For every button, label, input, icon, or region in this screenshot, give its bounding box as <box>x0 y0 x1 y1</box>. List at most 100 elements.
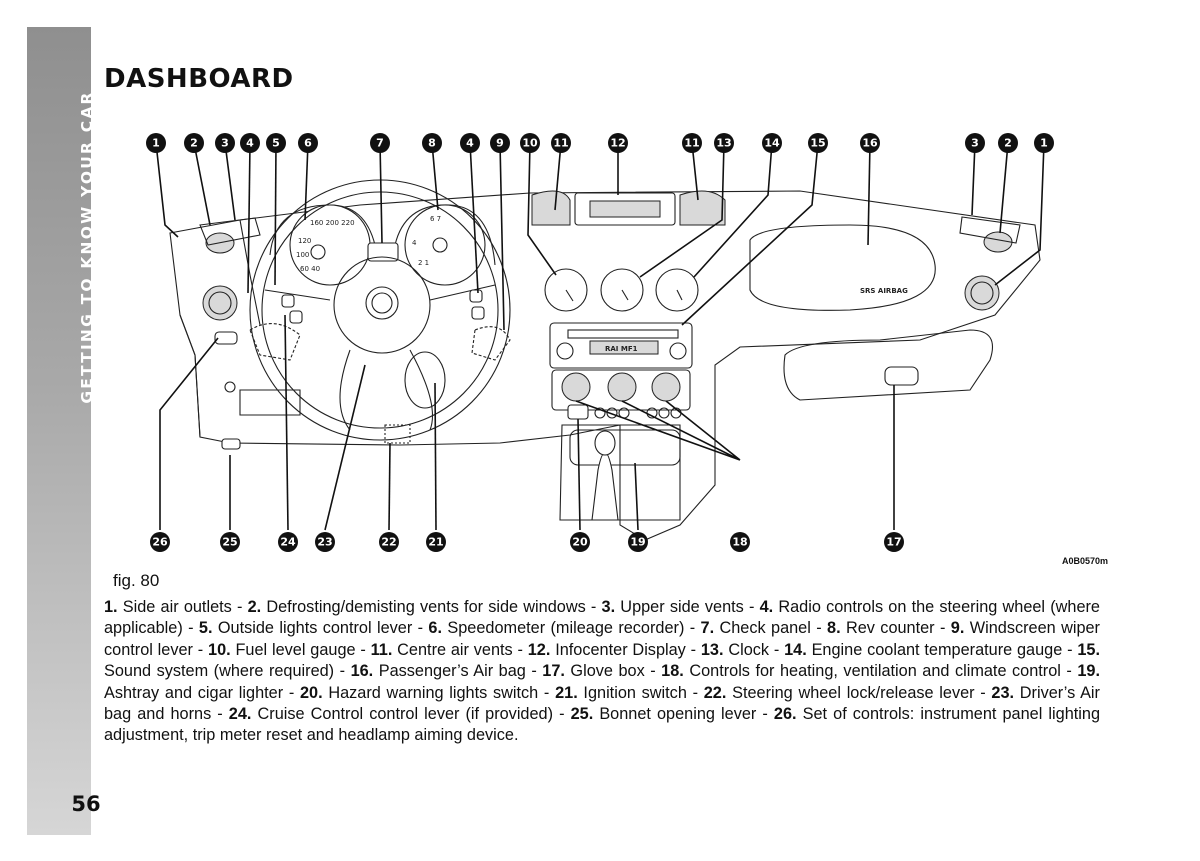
left-side-outlet <box>202 285 238 321</box>
svg-text:13: 13 <box>716 137 731 150</box>
section-sidebar: GETTING TO KNOW YOUR CAR 56 <box>27 27 101 835</box>
caption-num: 7. <box>700 619 715 638</box>
figure-label: fig. 80 <box>113 571 160 590</box>
svg-text:3: 3 <box>971 137 979 150</box>
caption-num: 25. <box>570 705 594 724</box>
glove-box <box>783 329 994 401</box>
caption-num: 20. <box>299 683 323 702</box>
callout-4b: 4 <box>460 133 480 153</box>
svg-text:3: 3 <box>221 137 229 150</box>
ashtray <box>569 429 681 466</box>
callout-23: 23 <box>315 532 335 552</box>
caption-text: Centre air vents - <box>392 640 528 659</box>
svg-text:14: 14 <box>764 137 780 150</box>
caption-text: Bonnet opening lever - <box>593 705 774 724</box>
caption-num: 9. <box>950 619 965 638</box>
figure-caption: 1. Side air outlets - 2. Defrosting/demi… <box>104 597 1100 747</box>
caption-text: Defrosting/demisting vents for side wind… <box>261 598 602 616</box>
caption-text: Engine coolant temperature gauge - <box>806 640 1078 659</box>
callout-10: 10 <box>520 133 540 153</box>
svg-text:8: 8 <box>428 137 436 150</box>
caption-text: Ashtray and cigar lighter - <box>104 683 300 702</box>
callouts-bottom: 26 25 24 23 22 21 20 19 18 17 <box>150 532 904 552</box>
callout-9: 9 <box>490 133 510 153</box>
callout-1b: 1 <box>1034 133 1054 153</box>
callout-11: 11 <box>551 133 571 153</box>
callout-3: 3 <box>215 133 235 153</box>
svg-text:6: 6 <box>304 137 312 150</box>
svg-text:26: 26 <box>152 536 168 549</box>
svg-text:24: 24 <box>280 536 296 549</box>
caption-num: 2. <box>247 598 262 616</box>
svg-text:19: 19 <box>630 536 645 549</box>
callout-21: 21 <box>426 532 446 552</box>
callout-13: 13 <box>714 133 734 153</box>
caption-num: 26. <box>773 705 797 724</box>
callout-3b: 3 <box>965 133 985 153</box>
page-number: 56 <box>71 792 101 816</box>
airbag-label: SRS AIRBAG <box>860 287 908 295</box>
svg-text:120: 120 <box>298 237 311 245</box>
svg-text:21: 21 <box>428 536 443 549</box>
callout-14: 14 <box>762 133 782 153</box>
callout-6: 6 <box>298 133 318 153</box>
svg-text:60 40: 60 40 <box>300 265 320 273</box>
section-label: GETTING TO KNOW YOUR CAR <box>78 90 96 404</box>
caption-num: 13. <box>700 640 724 659</box>
caption-num: 23. <box>991 683 1015 702</box>
svg-text:4: 4 <box>466 137 474 150</box>
svg-text:1: 1 <box>152 137 160 150</box>
caption-text: Cruise Control control lever (if provide… <box>251 705 571 724</box>
svg-text:15: 15 <box>810 137 825 150</box>
callout-7: 7 <box>370 133 390 153</box>
passenger-airbag <box>749 224 936 311</box>
callouts-top: 1 2 3 4 5 6 7 8 4 9 10 11 12 11 13 14 15… <box>146 133 1054 153</box>
dashboard-diagram: 160 200 220 120 100 60 40 6 7 4 2 1 <box>146 133 1054 552</box>
callout-2b: 2 <box>998 133 1018 153</box>
caption-num: 19. <box>1077 662 1100 681</box>
svg-text:9: 9 <box>496 137 504 150</box>
caption-num: 10. <box>208 640 231 659</box>
page-title: DASHBOARD <box>104 64 294 94</box>
svg-text:22: 22 <box>381 536 396 549</box>
caption-text: Windscreen wiper control lever - <box>104 619 1100 659</box>
caption-text: Radio controls on the steering wheel (wh… <box>104 598 1100 638</box>
callout-2: 2 <box>184 133 204 153</box>
dashboard-outline: 160 200 220 120 100 60 40 6 7 4 2 1 <box>169 179 1041 541</box>
caption-text: Speedometer (mileage recorder) - <box>442 619 701 638</box>
figure-code: A0B0570m <box>1062 556 1109 566</box>
svg-text:100: 100 <box>296 251 309 259</box>
radio-display-text: RAI MF1 <box>605 345 638 353</box>
centre-vent-left <box>531 190 571 226</box>
callout-19: 19 <box>628 532 648 552</box>
caption-text: Controls for heating, ventilation and cl… <box>683 662 1078 681</box>
svg-text:12: 12 <box>610 137 625 150</box>
svg-text:4: 4 <box>412 239 417 247</box>
leader-lines <box>155 142 1045 531</box>
svg-text:160 200 220: 160 200 220 <box>310 219 355 227</box>
caption-num: 1. <box>104 598 118 616</box>
caption-num: 21. <box>555 683 578 702</box>
svg-text:11: 11 <box>553 137 568 150</box>
svg-text:7: 7 <box>376 137 384 150</box>
caption-text: Outside lights control lever - <box>212 619 429 638</box>
caption-text: Side air outlets - <box>117 598 248 616</box>
caption-num: 11. <box>370 640 393 659</box>
callout-18: 18 <box>730 532 750 552</box>
svg-text:2 1: 2 1 <box>418 259 429 267</box>
callout-22: 22 <box>379 532 399 552</box>
caption-num: 24. <box>228 705 252 724</box>
svg-text:1: 1 <box>1040 137 1048 150</box>
caption-text: Fuel level gauge - <box>230 640 371 659</box>
caption-num: 3. <box>601 598 616 616</box>
caption-num: 16. <box>350 662 374 681</box>
bonnet-lever <box>221 438 241 450</box>
svg-text:4: 4 <box>246 137 254 150</box>
svg-text:2: 2 <box>1004 137 1012 150</box>
callout-17: 17 <box>884 532 904 552</box>
callout-20: 20 <box>570 532 590 552</box>
svg-text:23: 23 <box>317 536 332 549</box>
callout-12: 12 <box>608 133 628 153</box>
caption-text: Passenger’s Air bag - <box>373 662 543 681</box>
caption-num: 6. <box>428 619 443 638</box>
